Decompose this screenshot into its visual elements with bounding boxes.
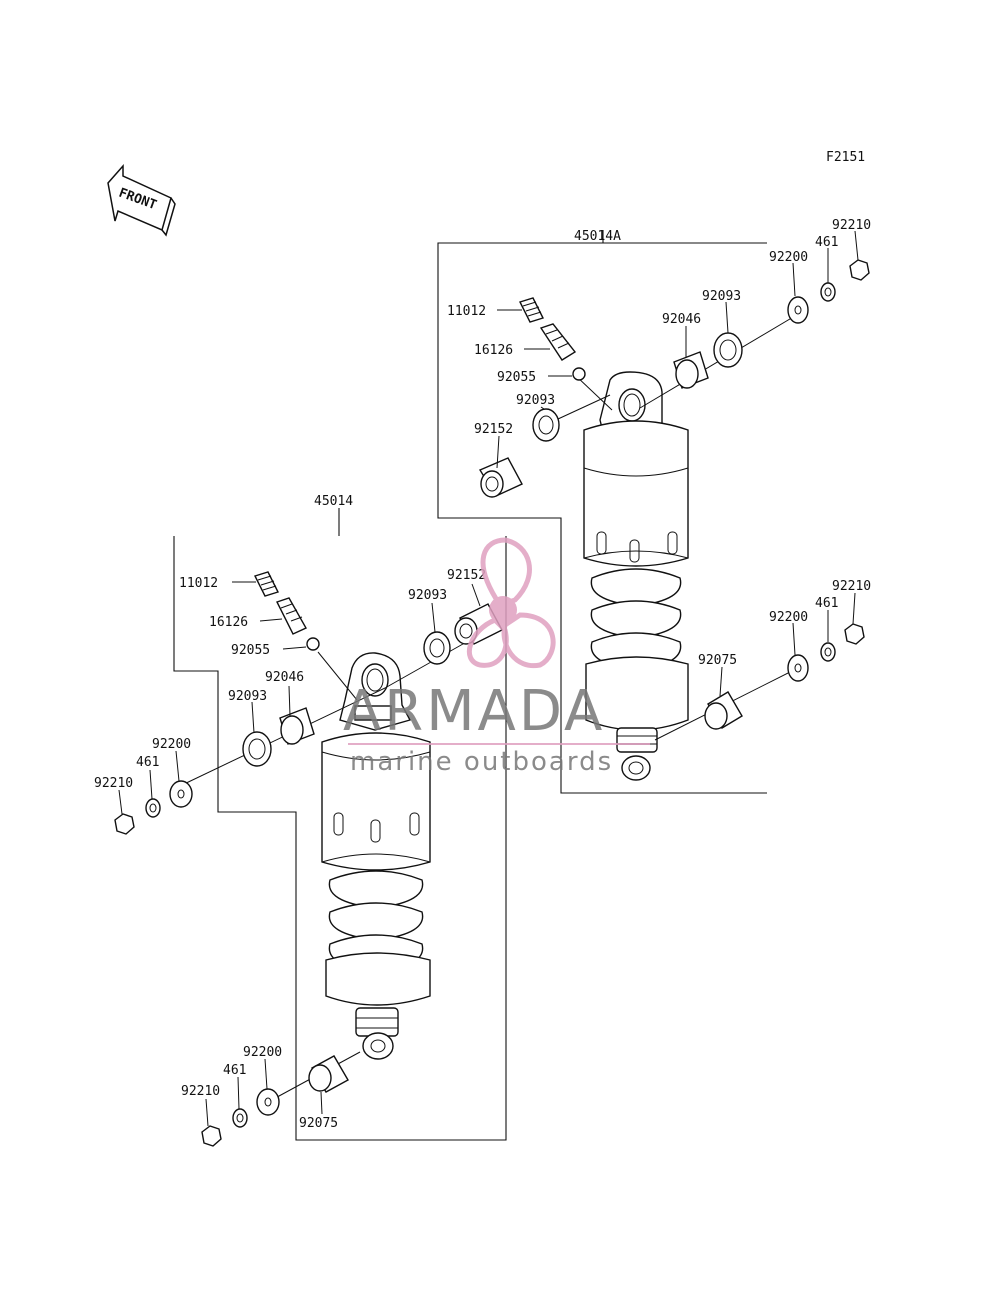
part-92093-seal-mid-right: [532, 408, 560, 442]
label-92210-top-left: 92210: [94, 776, 133, 791]
front-arrow-icon: FRONT: [107, 164, 176, 237]
assembly-title-45014A: 45014A: [574, 229, 621, 244]
label-92075-right: 92075: [698, 653, 737, 668]
label-92200-bot-right: 92200: [769, 610, 808, 625]
label-16126-left: 16126: [209, 615, 248, 630]
label-16126-right: 16126: [474, 343, 513, 358]
part-92093-seal-left: [242, 731, 272, 767]
part-92093-seal-top-right: [713, 332, 743, 368]
part-92075-bushing-right: [704, 691, 743, 730]
label-92152-left: 92152: [447, 568, 486, 583]
label-11012-left: 11012: [179, 576, 218, 591]
part-92210-nut-top-right: [849, 259, 870, 281]
watermark-brand: ARMADA: [343, 679, 605, 744]
label-92210-bot-right: 92210: [832, 579, 871, 594]
part-11012-cap-left: [254, 571, 279, 597]
part-461-washer-bot-left: [232, 1108, 248, 1128]
label-461-bot-left: 461: [223, 1063, 246, 1078]
part-16126-valve-left: [276, 597, 307, 635]
part-461-washer-top-right: [820, 282, 836, 302]
part-16126-valve-right: [539, 323, 577, 361]
label-92075-left: 92075: [299, 1116, 338, 1131]
shock-absorber-right: [583, 371, 689, 781]
part-92046-bearing-left: [279, 707, 315, 745]
part-92200-washer-bot-left: [256, 1088, 280, 1116]
label-92046-left: 92046: [265, 670, 304, 685]
label-92200-bot-left: 92200: [243, 1045, 282, 1060]
label-92093-top-left: 92093: [408, 588, 447, 603]
part-92093-seal-top-left: [423, 631, 451, 665]
figure-code: F2151: [826, 150, 865, 165]
label-92200-top-left: 92200: [152, 737, 191, 752]
propeller-logo-icon: [466, 537, 556, 669]
part-92210-nut-bot-right: [844, 623, 865, 645]
label-92200-top-right: 92200: [769, 250, 808, 265]
part-92210-nut-top-left: [114, 813, 135, 835]
part-92200-washer-top-left: [169, 780, 193, 808]
label-92055-right: 92055: [497, 370, 536, 385]
part-11012-cap-right: [519, 297, 544, 323]
label-11012-right: 11012: [447, 304, 486, 319]
label-461-top-left: 461: [136, 755, 159, 770]
label-92093-left: 92093: [228, 689, 267, 704]
label-461-top-right: 461: [815, 235, 838, 250]
watermark: ARMADA marine outboards: [343, 537, 650, 777]
assembly-45014A: 45014A: [437, 218, 871, 794]
assembly-title-45014: 45014: [314, 494, 353, 509]
part-92200-washer-bot-right: [787, 654, 809, 682]
part-92210-nut-bot-left: [201, 1125, 222, 1147]
part-461-washer-top-left: [145, 798, 161, 818]
shock-absorber-left: [321, 652, 431, 1060]
watermark-tagline: marine outboards: [350, 747, 613, 777]
part-461-washer-bot-right: [820, 642, 836, 662]
label-92055-left: 92055: [231, 643, 270, 658]
part-92046-bearing-right: [673, 351, 709, 389]
assembly-45014: 45014: [94, 494, 507, 1147]
part-92055-oring-right: [572, 367, 586, 381]
label-92210-top-right: 92210: [832, 218, 871, 233]
part-92075-bushing-left: [308, 1055, 349, 1093]
label-461-bot-right: 461: [815, 596, 838, 611]
label-92210-bot-left: 92210: [181, 1084, 220, 1099]
label-92152-right: 92152: [474, 422, 513, 437]
part-92055-oring-left: [306, 637, 320, 651]
part-92152-collar-right: [478, 457, 523, 498]
label-92093-top-right: 92093: [702, 289, 741, 304]
part-92200-washer-top-right: [787, 296, 809, 324]
label-92046-right: 92046: [662, 312, 701, 327]
label-92093-mid-right: 92093: [516, 393, 555, 408]
